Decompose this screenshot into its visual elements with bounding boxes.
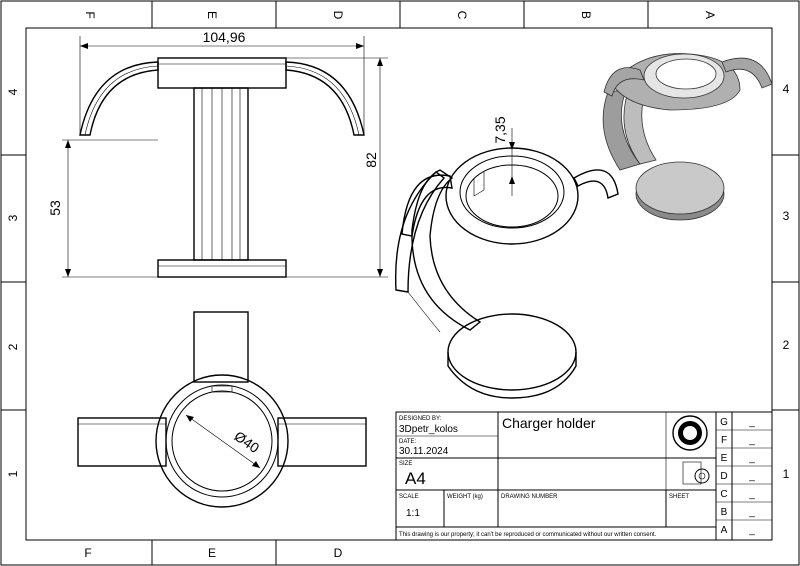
zone-col-top-a: A <box>703 11 717 19</box>
dimension-right-height: 82 <box>363 152 379 168</box>
revision-value-b: _ <box>748 507 755 518</box>
zone-row-left-3: 3 <box>6 214 20 221</box>
date-value: 30.11.2024 <box>399 446 449 457</box>
dimension-diameter: Ø40 <box>231 428 262 456</box>
zone-row-right-1: 1 <box>783 467 790 481</box>
front-view <box>62 36 388 278</box>
zone-col-bottom-d: D <box>334 546 343 560</box>
zone-col-top-f: F <box>83 11 97 18</box>
zone-col-top-b: B <box>579 11 593 19</box>
revision-value-a: _ <box>748 525 755 536</box>
revision-letter-b: B <box>721 507 728 518</box>
scale-label: SCALE <box>399 494 419 500</box>
revision-value-d: _ <box>748 471 755 482</box>
date-label: DATE: <box>399 439 417 445</box>
revision-value-g: _ <box>748 417 755 428</box>
zone-row-left-2: 2 <box>6 343 20 350</box>
dimension-width: 104,96 <box>203 29 246 45</box>
revision-value-f: _ <box>748 435 755 446</box>
revision-letter-e: E <box>721 453 728 464</box>
revision-value-e: _ <box>748 453 755 464</box>
zone-col-top-e: E <box>205 11 219 19</box>
zone-col-top-d: D <box>331 11 345 20</box>
ownership-notice: This drawing is our property; it can't b… <box>399 532 657 538</box>
title-block <box>395 411 773 541</box>
zone-row-left-4: 4 <box>6 88 20 95</box>
isometric-view <box>394 128 619 399</box>
size-label: SIZE <box>399 461 412 467</box>
top-view <box>77 311 367 508</box>
dimension-left-height: 53 <box>47 200 63 216</box>
zone-col-top-c: C <box>455 11 469 20</box>
designed-by-label: DESIGNED BY: <box>399 416 442 422</box>
revision-letter-f: F <box>721 435 727 446</box>
zone-row-right-4: 4 <box>783 82 790 96</box>
zone-row-right-3: 3 <box>783 209 790 223</box>
drawing-number-label: DRAWING NUMBER <box>501 494 558 500</box>
scale-value: 1:1 <box>406 508 420 519</box>
shaded-iso-view <box>602 53 773 221</box>
dimension-offset: 7,35 <box>492 116 508 143</box>
sheet-label: SHEET <box>669 494 689 500</box>
size-value: A4 <box>405 469 426 488</box>
zone-col-bottom-f: F <box>84 546 91 560</box>
revision-letter-d: D <box>720 471 727 482</box>
zone-row-left-1: 1 <box>6 470 20 477</box>
revision-value-c: _ <box>748 489 755 500</box>
revision-letter-c: C <box>720 489 727 500</box>
revision-letter-a: A <box>721 525 728 536</box>
revision-letter-g: G <box>720 417 728 428</box>
weight-label: WEIGHT (kg) <box>447 494 483 500</box>
drawing-title: Charger holder <box>502 415 596 431</box>
zone-col-bottom-e: E <box>208 546 216 560</box>
designed-by-value: 3Dpetr_kolos <box>399 424 458 435</box>
zone-row-right-2: 2 <box>783 338 790 352</box>
